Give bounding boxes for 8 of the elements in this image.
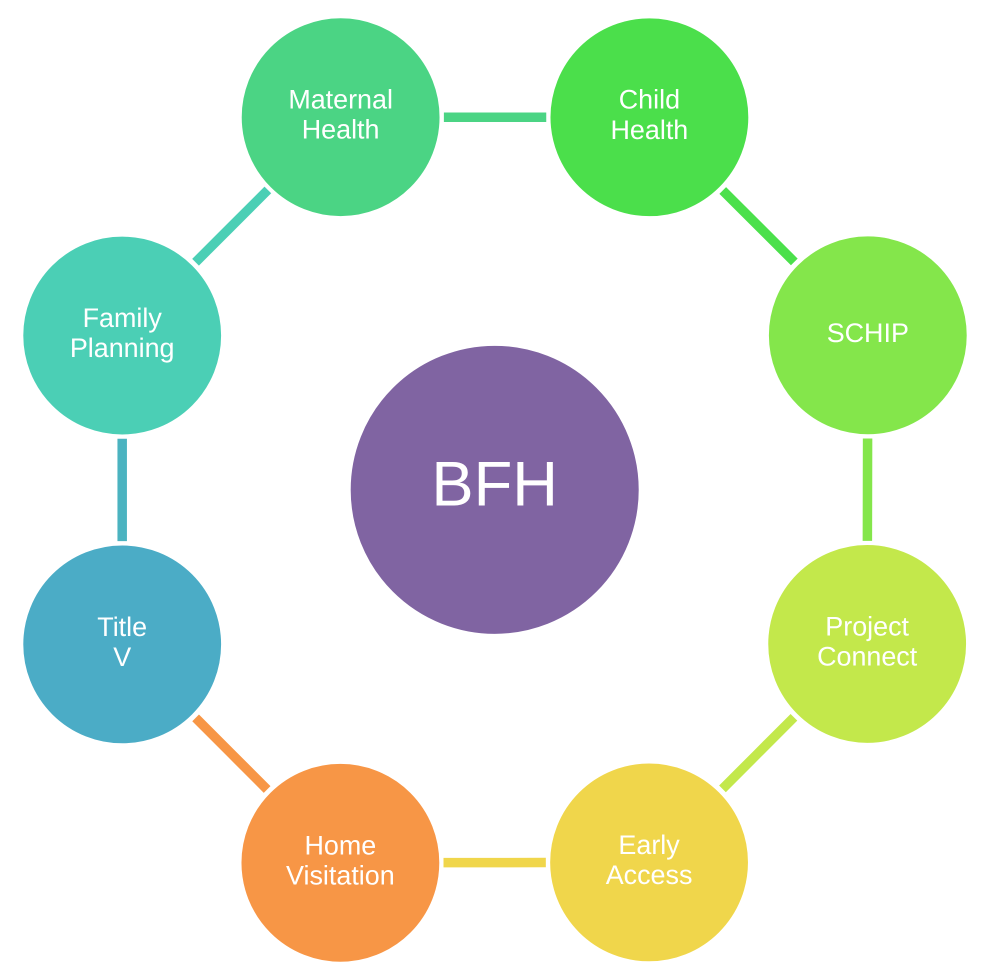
- connector: [117, 438, 127, 542]
- connector: [444, 858, 546, 868]
- connector: [192, 714, 270, 793]
- connector: [719, 187, 798, 266]
- connector: [719, 714, 798, 792]
- connector: [192, 186, 272, 266]
- connector: [444, 112, 546, 122]
- connector: [862, 438, 872, 541]
